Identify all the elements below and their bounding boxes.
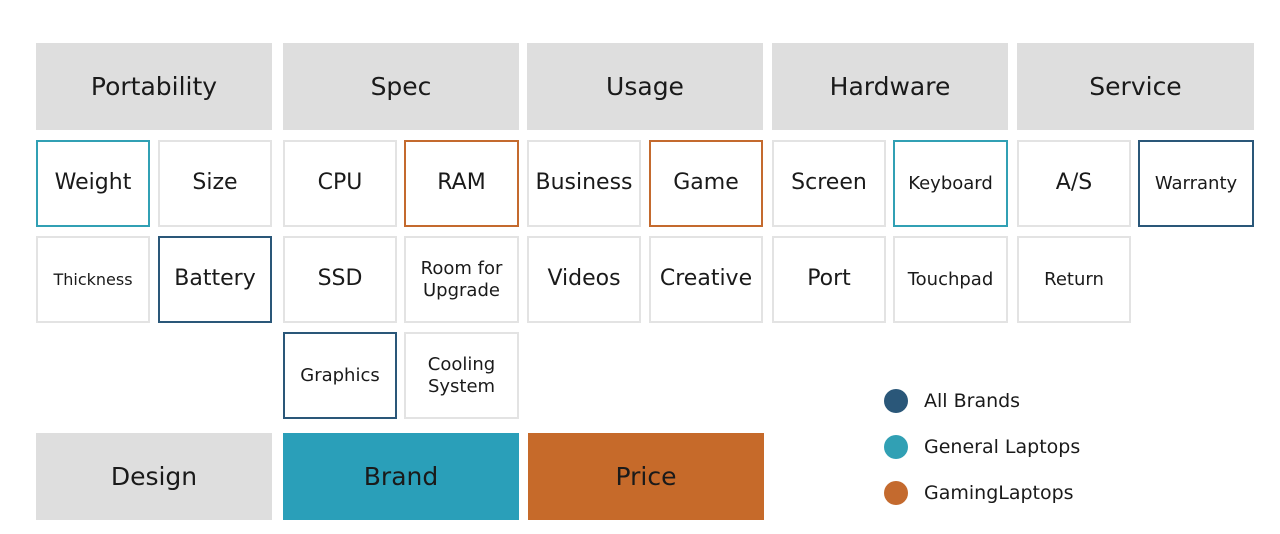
item-battery: Battery (158, 236, 272, 323)
legend-swatch (884, 389, 908, 413)
legend-item-gaming-laptops: GamingLaptops (884, 470, 1080, 516)
item-graphics: Graphics (283, 332, 397, 419)
item-room-for-upgrade: Room for Upgrade (404, 236, 519, 323)
item-business: Business (527, 140, 641, 227)
legend-label: GamingLaptops (924, 482, 1074, 504)
item-creative: Creative (649, 236, 763, 323)
item-thickness: Thickness (36, 236, 150, 323)
item-as: A/S (1017, 140, 1131, 227)
item-cpu: CPU (283, 140, 397, 227)
item-port: Port (772, 236, 886, 323)
legend-item-all-brands: All Brands (884, 378, 1080, 424)
header-usage: Usage (527, 43, 763, 130)
item-ram: RAM (404, 140, 519, 227)
item-ssd: SSD (283, 236, 397, 323)
category-brand: Brand (283, 433, 519, 520)
legend-label: General Laptops (924, 436, 1081, 458)
item-cooling-system: Cooling System (404, 332, 519, 419)
category-design: Design (36, 433, 272, 520)
item-return: Return (1017, 236, 1131, 323)
category-price: Price (528, 433, 764, 520)
item-screen: Screen (772, 140, 886, 227)
header-portability: Portability (36, 43, 272, 130)
legend-swatch (884, 435, 908, 459)
legend-label: All Brands (924, 390, 1021, 412)
item-keyboard: Keyboard (893, 140, 1008, 227)
item-weight: Weight (36, 140, 150, 227)
header-service: Service (1017, 43, 1254, 130)
legend-swatch (884, 481, 908, 505)
legend: All Brands General Laptops GamingLaptops (884, 378, 1080, 516)
item-videos: Videos (527, 236, 641, 323)
header-hardware: Hardware (772, 43, 1008, 130)
header-spec: Spec (283, 43, 519, 130)
item-size: Size (158, 140, 272, 227)
legend-item-general-laptops: General Laptops (884, 424, 1080, 470)
item-game: Game (649, 140, 763, 227)
item-warranty: Warranty (1138, 140, 1254, 227)
item-touchpad: Touchpad (893, 236, 1008, 323)
